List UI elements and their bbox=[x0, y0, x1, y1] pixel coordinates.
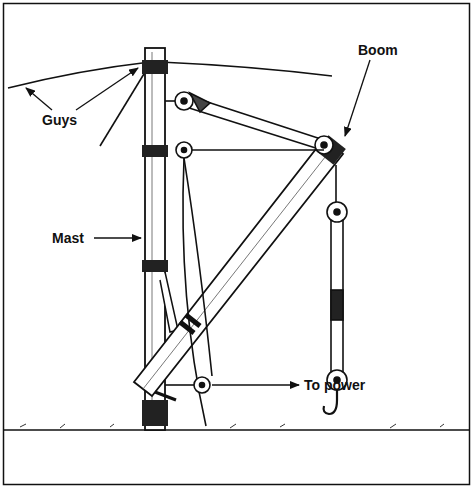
guy-lines bbox=[8, 62, 332, 146]
boom bbox=[134, 135, 346, 400]
hoist-tackle bbox=[324, 165, 347, 414]
power-label: To power bbox=[304, 377, 365, 393]
frame bbox=[4, 4, 470, 485]
mast-label: Mast bbox=[52, 230, 84, 246]
grass bbox=[20, 424, 444, 428]
fall-line bbox=[165, 142, 324, 426]
guys-label: Guys bbox=[42, 112, 77, 128]
leader-lines bbox=[26, 60, 370, 385]
boom-label: Boom bbox=[358, 42, 398, 58]
ground-line bbox=[4, 429, 469, 431]
